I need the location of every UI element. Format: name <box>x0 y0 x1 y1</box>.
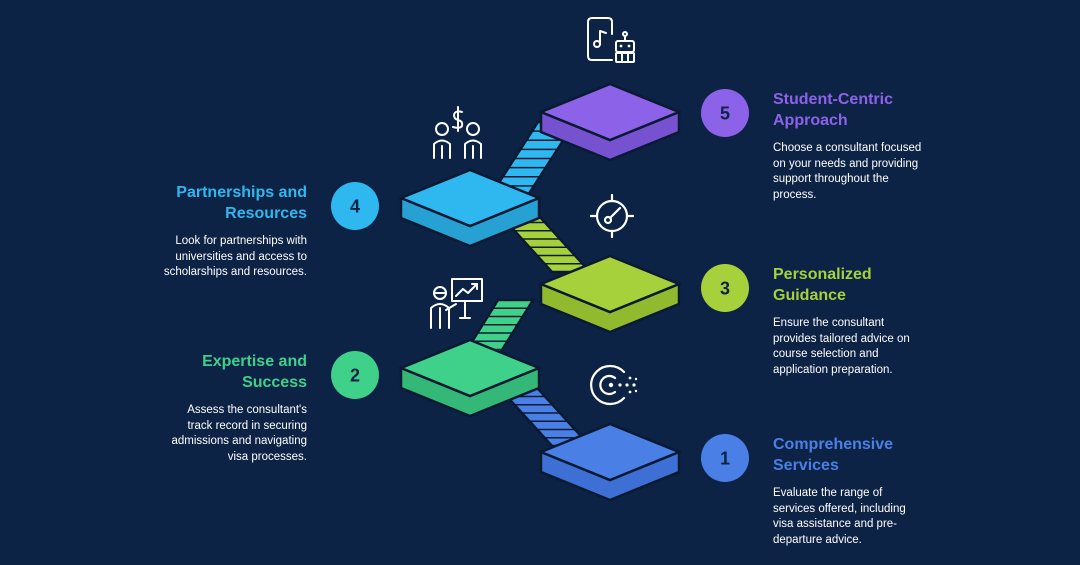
svg-text:3: 3 <box>720 279 730 299</box>
platform-5 <box>537 82 683 162</box>
people-money-icon <box>433 106 482 159</box>
platform-3 <box>537 254 683 334</box>
step-3-description: Ensure the consultant provides tailored … <box>773 317 910 376</box>
step-1-description: Evaluate the range of services offered, … <box>773 487 906 546</box>
circular-dots-icon <box>590 364 638 406</box>
phone-robot-icon <box>587 17 635 63</box>
step-3-badge: 3 <box>701 264 749 312</box>
step-2-description: Assess the consultant's track record in … <box>171 404 307 463</box>
svg-text:2: 2 <box>350 366 360 386</box>
platform-2 <box>397 338 543 418</box>
svg-text:1: 1 <box>720 449 730 469</box>
presenter-board-icon <box>430 278 483 329</box>
step-5-badge: 5 <box>701 89 749 137</box>
platform-4 <box>397 168 543 248</box>
svg-text:5: 5 <box>720 104 730 124</box>
platform-1 <box>537 422 683 502</box>
step-2-badge: 2 <box>331 351 379 399</box>
step-4-badge: 4 <box>331 182 379 230</box>
step-4-description: Look for partnerships with universities … <box>163 235 307 278</box>
svg-text:4: 4 <box>350 197 360 217</box>
target-compass-icon <box>589 193 635 239</box>
step-1-badge: 1 <box>701 434 749 482</box>
step-5-description: Choose a consultant focused on your need… <box>773 142 922 201</box>
